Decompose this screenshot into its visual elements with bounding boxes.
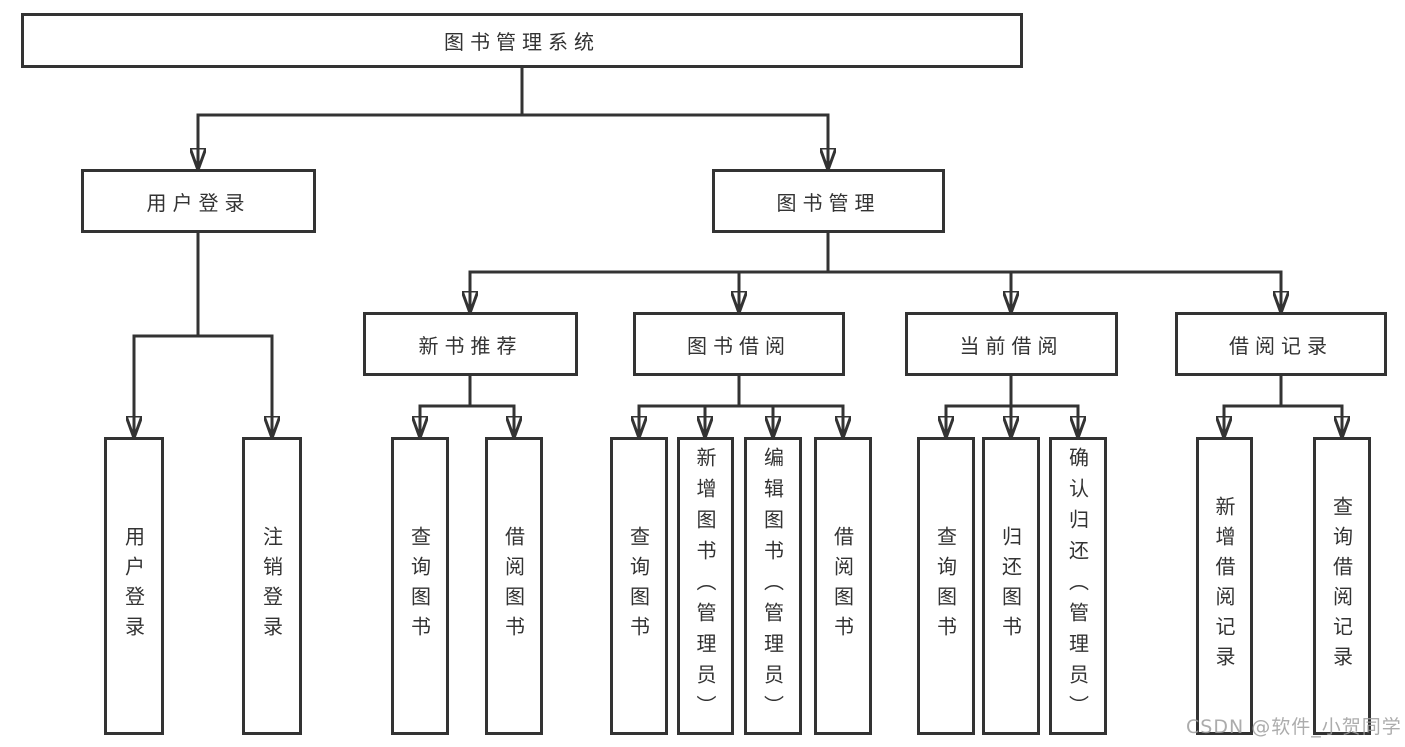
- leaf-borrow-books-recommend: 借阅图书: [485, 437, 543, 735]
- leaf-user-login-label: 用户登录: [121, 526, 146, 646]
- leaf-query-books-current: 查询图书: [917, 437, 975, 735]
- node-new-book-recommend-label: 新书推荐: [418, 333, 523, 358]
- node-borrow-records: 借阅记录: [1175, 312, 1387, 376]
- leaf-borrow-books-recommend-label: 借阅图书: [501, 526, 526, 646]
- node-root-label: 图书管理系统: [444, 30, 600, 54]
- leaf-logout-label: 注销登录: [259, 526, 284, 646]
- leaf-add-book-admin-label: 新增图书（管理员）: [693, 446, 717, 726]
- node-current-borrow: 当前借阅: [905, 312, 1118, 376]
- leaf-query-books-borrow: 查询图书: [610, 437, 668, 735]
- leaf-logout: 注销登录: [242, 437, 302, 735]
- leaf-confirm-return-admin-label: 确认归还（管理员）: [1065, 446, 1090, 726]
- node-new-book-recommend: 新书推荐: [363, 312, 578, 376]
- leaf-return-book: 归还图书: [982, 437, 1040, 735]
- node-user-login-label: 用户登录: [146, 190, 251, 215]
- node-book-borrow-label: 图书借阅: [687, 333, 791, 358]
- leaf-add-borrow-record-label: 新增借阅记录: [1212, 496, 1236, 676]
- leaf-add-book-admin: 新增图书（管理员）: [677, 437, 734, 735]
- node-book-management: 图书管理: [712, 169, 945, 233]
- node-root: 图书管理系统: [21, 13, 1023, 68]
- node-borrow-records-label: 借阅记录: [1229, 333, 1333, 358]
- leaf-user-login: 用户登录: [104, 437, 164, 735]
- csdn-watermark: CSDN @软件_小贺同学: [1186, 716, 1402, 738]
- leaf-confirm-return-admin: 确认归还（管理员）: [1049, 437, 1107, 735]
- leaf-query-books-borrow-label: 查询图书: [626, 526, 651, 646]
- leaf-edit-book-admin-label: 编辑图书（管理员）: [760, 446, 785, 726]
- leaf-query-books-current-label: 查询图书: [933, 526, 958, 646]
- node-user-login: 用户登录: [81, 169, 316, 233]
- leaf-return-book-label: 归还图书: [998, 526, 1023, 646]
- node-book-management-label: 图书管理: [776, 190, 881, 215]
- leaf-borrow-books-borrow-label: 借阅图书: [830, 526, 855, 646]
- leaf-borrow-books-borrow: 借阅图书: [814, 437, 872, 735]
- node-current-borrow-label: 当前借阅: [959, 333, 1064, 358]
- leaf-query-borrow-record: 查询借阅记录: [1313, 437, 1371, 735]
- node-book-borrow: 图书借阅: [633, 312, 845, 376]
- leaf-edit-book-admin: 编辑图书（管理员）: [744, 437, 802, 735]
- leaf-query-books-recommend-label: 查询图书: [407, 526, 432, 646]
- leaf-add-borrow-record: 新增借阅记录: [1196, 437, 1253, 735]
- leaf-query-borrow-record-label: 查询借阅记录: [1329, 496, 1354, 676]
- leaf-query-books-recommend: 查询图书: [391, 437, 449, 735]
